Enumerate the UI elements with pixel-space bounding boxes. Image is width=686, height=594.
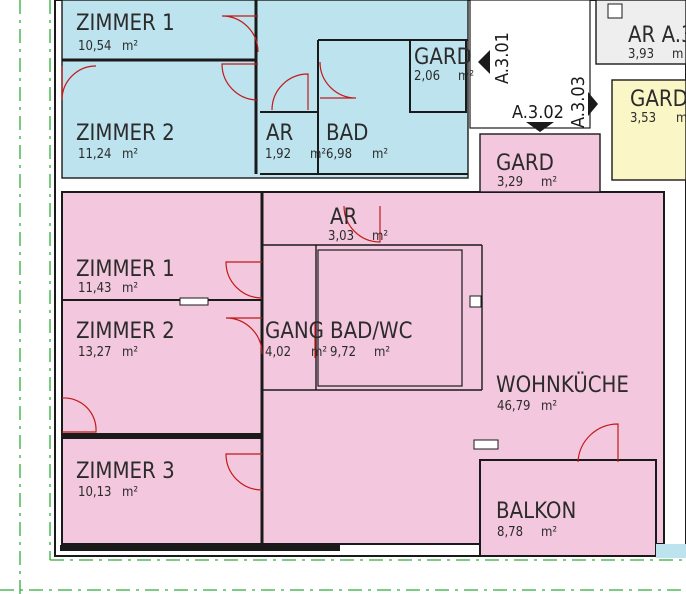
svg-text:BAD/WC: BAD/WC	[330, 319, 412, 344]
svg-text:m²: m²	[122, 345, 138, 360]
room-top-gard: GARD 2,06 m²	[414, 45, 474, 84]
svg-text:1,92: 1,92	[265, 147, 291, 162]
room-zimmer2: ZIMMER 2 13,27 m²	[76, 319, 175, 360]
unit-label-a302: A.3.02	[512, 102, 564, 123]
room-ar-a3: AR A.3 3,93 m	[628, 23, 686, 62]
svg-text:m²: m²	[311, 345, 327, 360]
svg-text:11,24: 11,24	[78, 147, 111, 162]
svg-text:10,13: 10,13	[78, 485, 111, 500]
svg-text:m²: m²	[122, 39, 138, 54]
svg-text:m²: m²	[541, 399, 557, 414]
svg-text:4,02: 4,02	[265, 345, 291, 360]
svg-text:GARD: GARD	[496, 151, 554, 176]
svg-text:WOHNKÜCHE: WOHNKÜCHE	[496, 372, 629, 398]
svg-text:9,72: 9,72	[330, 345, 356, 360]
svg-text:ZIMMER 1: ZIMMER 1	[76, 257, 175, 282]
svg-text:ZIMMER 3: ZIMMER 3	[76, 459, 175, 484]
svg-text:6,98: 6,98	[326, 147, 352, 162]
svg-text:ZIMMER 2: ZIMMER 2	[76, 121, 175, 146]
svg-text:m²: m²	[310, 147, 326, 162]
room-badwc: BAD/WC 9,72 m²	[330, 319, 412, 360]
svg-text:AR: AR	[330, 205, 358, 230]
svg-text:m²: m²	[122, 485, 138, 500]
room-balkon: BALKON 8,78 m²	[496, 499, 576, 540]
unit-label-a301: A.3.01	[492, 32, 513, 84]
room-wohnkueche: WOHNKÜCHE 46,79 m²	[496, 372, 629, 414]
room-top-zimmer1: ZIMMER 1 10,54 m²	[76, 11, 175, 54]
room-zimmer3: ZIMMER 3 10,13 m²	[76, 459, 175, 500]
svg-text:m²: m²	[541, 525, 557, 540]
svg-text:11,43: 11,43	[78, 281, 111, 296]
pillar-square	[607, 3, 623, 19]
svg-text:3,93: 3,93	[628, 47, 654, 62]
svg-text:GARD: GARD	[414, 45, 472, 70]
svg-text:m²: m²	[372, 147, 388, 162]
svg-text:AR: AR	[266, 121, 294, 146]
svg-text:m²: m²	[122, 147, 138, 162]
svg-text:m²: m²	[541, 175, 557, 190]
svg-text:3,29: 3,29	[497, 175, 523, 190]
svg-text:3,03: 3,03	[328, 229, 354, 244]
room-gard-right: GARD 3,53 m²	[630, 87, 686, 126]
svg-text:m²: m²	[374, 345, 390, 360]
unit-markers	[478, 50, 598, 132]
room-gard-mid: GARD 3,29 m²	[496, 151, 557, 190]
svg-text:2,06: 2,06	[414, 69, 440, 84]
room-ar-center: AR 3,03 m²	[328, 205, 388, 244]
svg-text:GANG: GANG	[265, 319, 324, 344]
gard-yellow-room	[611, 79, 686, 181]
svg-text:GARD: GARD	[630, 87, 686, 112]
svg-text:m: m	[672, 47, 683, 62]
svg-text:8,78: 8,78	[497, 525, 523, 540]
svg-text:3,53: 3,53	[630, 111, 656, 126]
door-swings	[61, 15, 619, 491]
room-top-bad: BAD 6,98 m²	[326, 121, 388, 162]
svg-text:ZIMMER 2: ZIMMER 2	[76, 319, 175, 344]
svg-text:AR A.3: AR A.3	[628, 23, 686, 48]
room-zimmer1: ZIMMER 1 11,43 m²	[76, 257, 175, 296]
svg-text:10,54: 10,54	[78, 39, 111, 54]
svg-text:BALKON: BALKON	[496, 499, 576, 524]
svg-text:13,27: 13,27	[78, 345, 111, 360]
apartment-top	[61, 0, 469, 179]
room-top-zimmer2: ZIMMER 2 11,24 m²	[76, 121, 175, 162]
stair-blue	[656, 544, 686, 558]
svg-text:m²: m²	[676, 111, 686, 126]
svg-text:BAD: BAD	[326, 121, 368, 146]
apartment-main	[60, 133, 665, 557]
room-gang: GANG 4,02 m²	[265, 319, 327, 360]
svg-text:m²: m²	[372, 229, 388, 244]
svg-text:m²: m²	[458, 69, 474, 84]
svg-text:m²: m²	[122, 281, 138, 296]
room-top-ar: AR 1,92 m²	[265, 121, 326, 162]
svg-text:ZIMMER 1: ZIMMER 1	[76, 11, 175, 36]
svg-text:46,79: 46,79	[497, 399, 530, 414]
unit-label-a303: A.3.03	[568, 76, 589, 128]
